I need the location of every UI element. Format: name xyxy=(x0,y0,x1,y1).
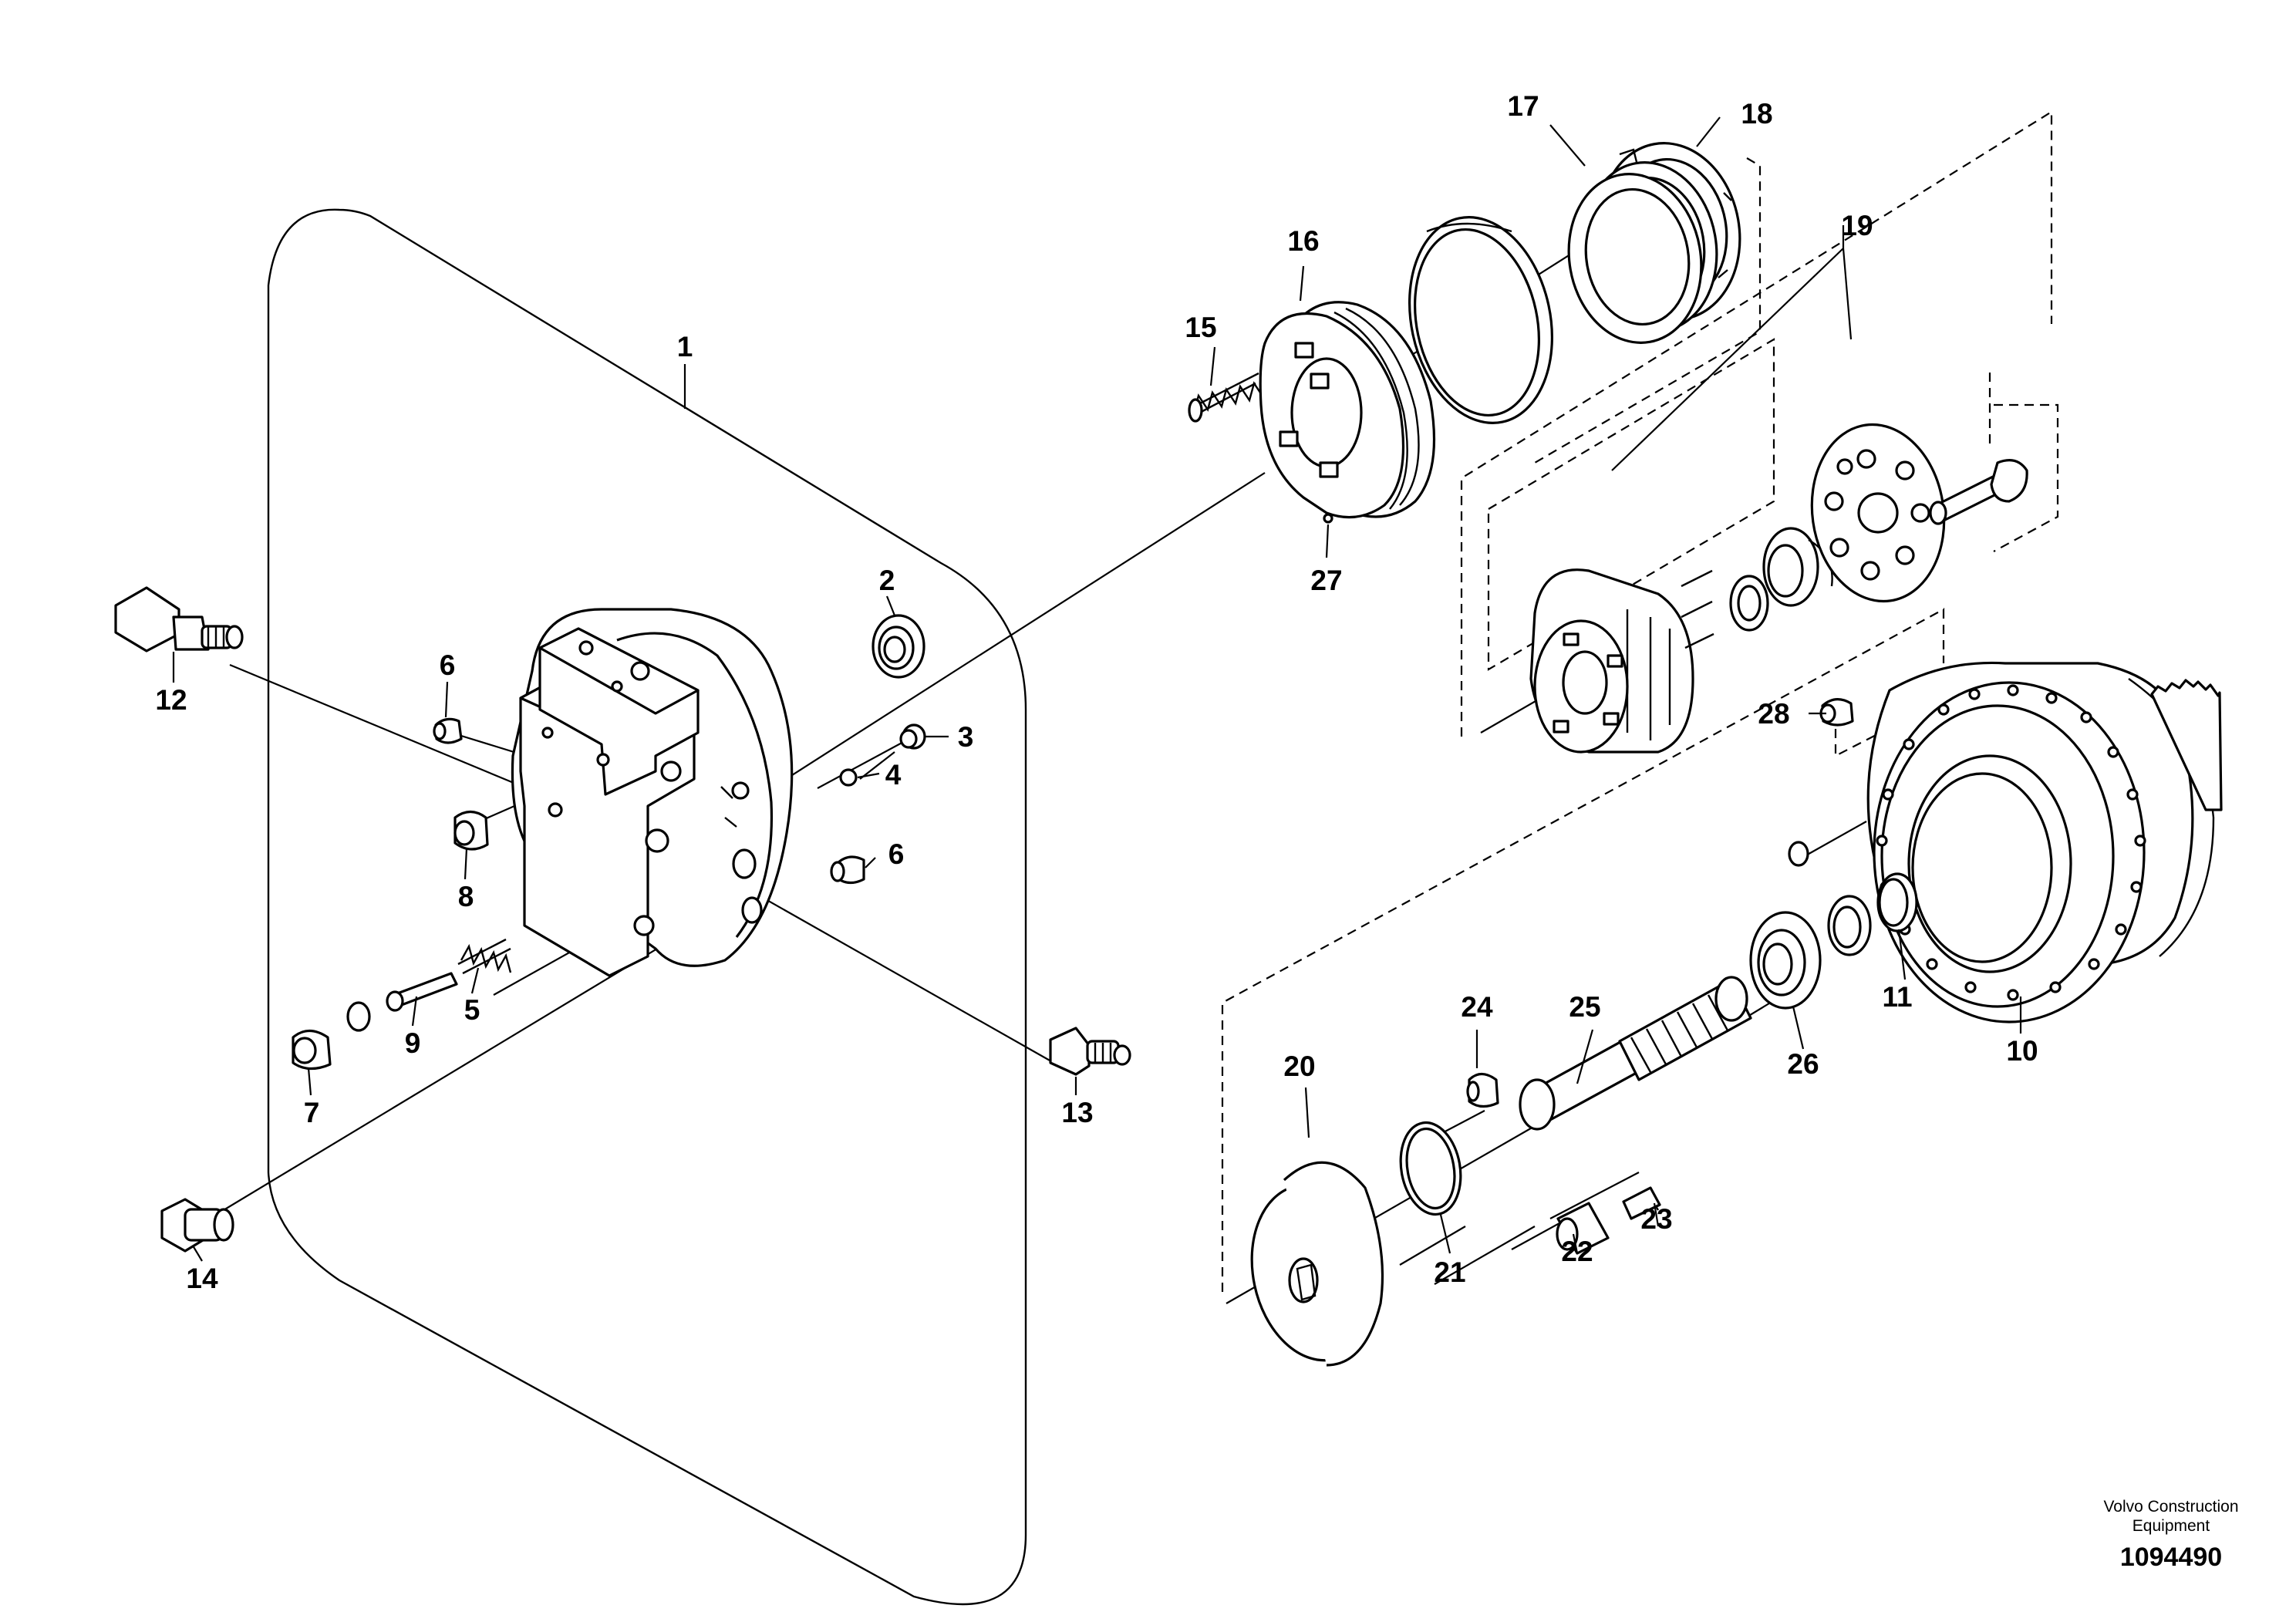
seal-washer xyxy=(1827,895,1872,956)
callout-10: 10 xyxy=(2006,1035,2038,1067)
callout-15: 15 xyxy=(1185,312,1216,343)
callout-1: 1 xyxy=(677,331,693,363)
callout-7: 7 xyxy=(304,1097,320,1128)
o-ring-small xyxy=(1788,841,1809,867)
callout-16: 16 xyxy=(1287,225,1319,257)
part-22-bushing xyxy=(1556,1202,1610,1255)
callout-6a: 6 xyxy=(440,649,456,681)
part-28-plug xyxy=(1819,698,1854,727)
alignment-lines xyxy=(196,232,1867,1304)
callout-6b: 6 xyxy=(888,838,905,870)
part-21-circlip xyxy=(1399,1121,1462,1216)
callout-14: 14 xyxy=(186,1263,218,1294)
seal-ring xyxy=(1408,216,1553,424)
part-25-drive-shaft xyxy=(1519,976,1752,1131)
cylinder-block xyxy=(1529,568,1694,754)
callout-21: 21 xyxy=(1434,1256,1465,1288)
callout-8: 8 xyxy=(458,881,474,912)
pins xyxy=(1681,569,1714,649)
callout-5: 5 xyxy=(464,994,480,1026)
part-19-group-bracket xyxy=(1460,110,2059,737)
motor-assembly-outline xyxy=(267,208,1027,1606)
part-8-plug xyxy=(453,810,489,851)
part-12-cartridge xyxy=(114,586,244,653)
part-4-ball xyxy=(839,768,858,787)
retainer xyxy=(1762,527,1833,607)
callout-25: 25 xyxy=(1569,991,1600,1023)
callout-27: 27 xyxy=(1310,565,1342,596)
callout-22: 22 xyxy=(1561,1236,1593,1267)
callout-18: 18 xyxy=(1741,98,1772,130)
callout-12: 12 xyxy=(155,684,187,716)
part-6-plug-left xyxy=(433,717,463,744)
callout-9: 9 xyxy=(405,1027,421,1059)
part-27-ball xyxy=(1323,513,1333,524)
output-group-bracket xyxy=(1221,608,1945,1292)
part-10-gear-housing xyxy=(1866,661,2223,1023)
callout-labels: 1 2 3 4 6 6 8 5 9 7 12 13 14 15 16 27 17… xyxy=(155,90,2038,1294)
publisher-line-1: Volvo Construction xyxy=(2103,1498,2238,1516)
part-15-spring xyxy=(1188,372,1264,423)
callout-26: 26 xyxy=(1787,1048,1819,1080)
callout-4: 4 xyxy=(885,759,902,791)
callout-11: 11 xyxy=(1882,981,1912,1013)
piston-pin xyxy=(1929,459,2028,525)
part-23-set-screw xyxy=(1622,1186,1661,1220)
part-18-separator-plate xyxy=(1567,161,1718,344)
callout-19: 19 xyxy=(1841,210,1873,241)
bolt-holes xyxy=(1876,684,2146,1001)
part-2-bearing xyxy=(872,614,925,679)
callout-13: 13 xyxy=(1061,1097,1093,1128)
part-24-plug xyxy=(1466,1072,1499,1108)
part-3-plug xyxy=(899,723,926,750)
shoe-plate xyxy=(1810,423,1946,603)
part-13-cartridge xyxy=(1049,1027,1131,1076)
motor-housing xyxy=(511,608,794,977)
callout-2: 2 xyxy=(879,565,895,596)
part-9-pin xyxy=(386,972,458,1012)
part-14-plug xyxy=(160,1198,234,1253)
part-20-cover xyxy=(1250,1161,1384,1367)
part-16-brake-piston xyxy=(1259,301,1436,519)
callout-23: 23 xyxy=(1640,1203,1672,1235)
drawing-number: 1094490 xyxy=(2120,1543,2222,1572)
part-5-spring xyxy=(457,938,512,975)
callout-24: 24 xyxy=(1461,991,1493,1023)
title-block: Volvo Construction Equipment 1094490 xyxy=(2103,1498,2238,1572)
callout-leaders xyxy=(172,116,2022,1262)
spherical-bushing xyxy=(1729,575,1769,632)
part-17-18-bracket xyxy=(1534,157,1762,464)
publisher-line-2: Equipment xyxy=(2132,1517,2210,1535)
callout-28: 28 xyxy=(1758,698,1789,730)
part-11-snap-ring xyxy=(1876,872,1918,932)
callout-17: 17 xyxy=(1507,90,1539,122)
part-26-bearing xyxy=(1749,911,1822,1010)
part-7-plug xyxy=(292,1029,332,1071)
callout-20: 20 xyxy=(1283,1050,1315,1082)
part-6-plug-right xyxy=(830,855,865,885)
part-9-o-ring xyxy=(346,1001,371,1032)
callout-3: 3 xyxy=(958,721,974,753)
